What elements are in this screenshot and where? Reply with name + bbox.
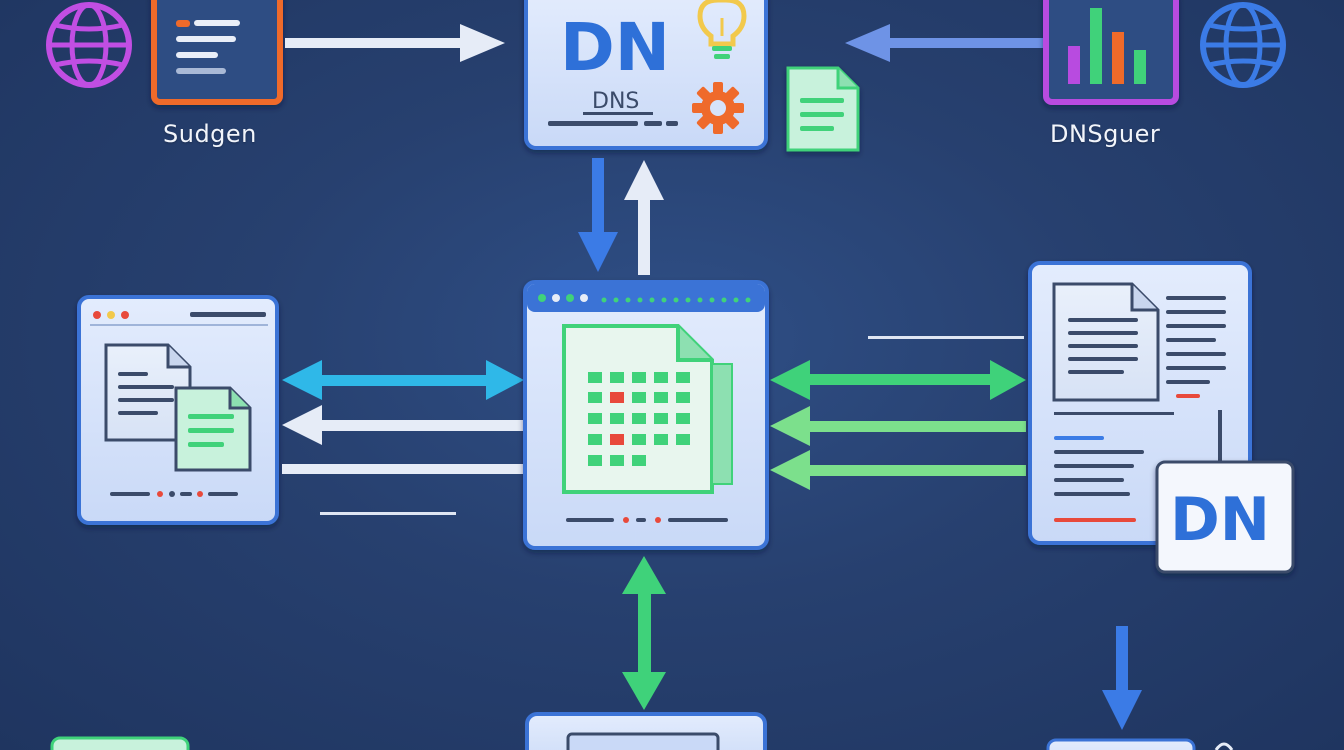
label-sudgen: Sudgen [163,120,257,148]
gear-icon [692,82,744,134]
bar-chart-icon [1043,0,1179,105]
line-left-lower [320,512,456,515]
bottom-center-window [525,712,767,750]
arrow-down-right [1102,626,1142,730]
bottom-left-window [50,736,190,750]
arrow-green-from-right-1 [770,406,1026,446]
lightbulb-icon [697,0,747,59]
arrow-from-right-query [845,24,1045,62]
line-left-connector [282,464,523,474]
arrow-to-dns-panel [285,24,505,62]
dns-panel-big-text: DN [560,9,670,86]
dns-panel-small-text: DNS [592,89,639,114]
arrow-up-to-dns-panel [624,160,664,275]
line-right-upper [868,336,1024,339]
left-documents-window [77,295,279,525]
arrow-bidirectional-bottom-green [622,556,666,710]
arrow-down-to-center [578,158,618,272]
arrow-bidirectional-right-green [770,360,1026,400]
arrow-green-from-right-2 [770,450,1026,490]
center-spreadsheet-window [523,280,769,550]
label-dnsguer: DNSguer [1050,120,1161,148]
globe-icon-top-right [1200,2,1286,88]
green-document-icon [786,66,860,152]
code-window-icon [151,0,283,105]
arrow-to-left-window [282,405,523,445]
dn-badge-text: DN [1170,485,1270,555]
globe-icon-top-left [46,2,132,88]
dn-badge: DN [1155,460,1295,574]
bottom-right-window [1046,738,1234,750]
arrow-bidirectional-left-cyan [282,360,524,400]
